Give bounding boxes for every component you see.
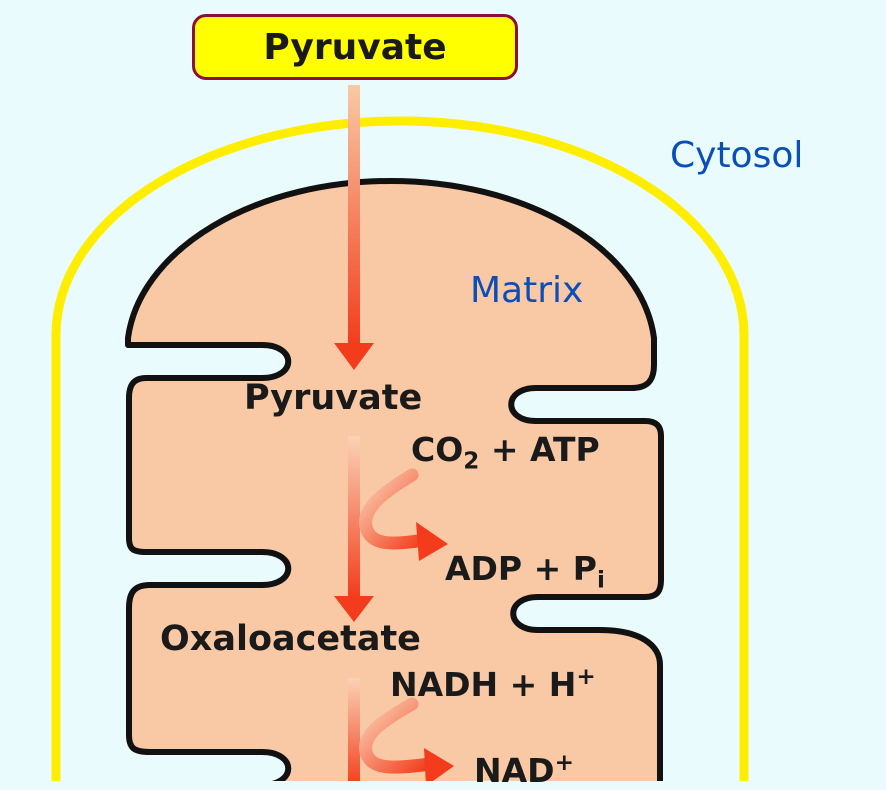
co2-atp-label: CO2 + ATP [411,433,600,466]
cytosol-label: Cytosol [670,138,803,174]
nadh-text: NADH + H [390,665,576,704]
nad-superscript: + [555,750,574,776]
nad-text: NAD [474,751,555,790]
oxaloacetate-label: Oxaloacetate [160,622,421,657]
pi-subscript: i [597,568,605,594]
nadh-label: NADH + H+ [390,668,596,701]
adp-text: ADP + P [445,549,597,588]
co2-subscript: 2 [463,449,479,475]
nadh-superscript: + [576,664,595,690]
adp-pi-label: ADP + Pi [445,552,605,585]
pyruvate-source-label: Pyruvate [263,27,446,68]
pyruvate-source-box: Pyruvate [192,14,518,80]
arrow-shaft-middle [348,436,360,598]
matrix-label: Matrix [470,273,583,309]
atp-text: + ATP [479,430,599,469]
arrow-shaft-bottom [348,678,360,781]
nad-label: NAD+ [474,754,574,787]
co2-text: CO [411,430,463,469]
arrow-shaft-top [348,85,360,347]
pyruvate-label: Pyruvate [244,381,422,416]
